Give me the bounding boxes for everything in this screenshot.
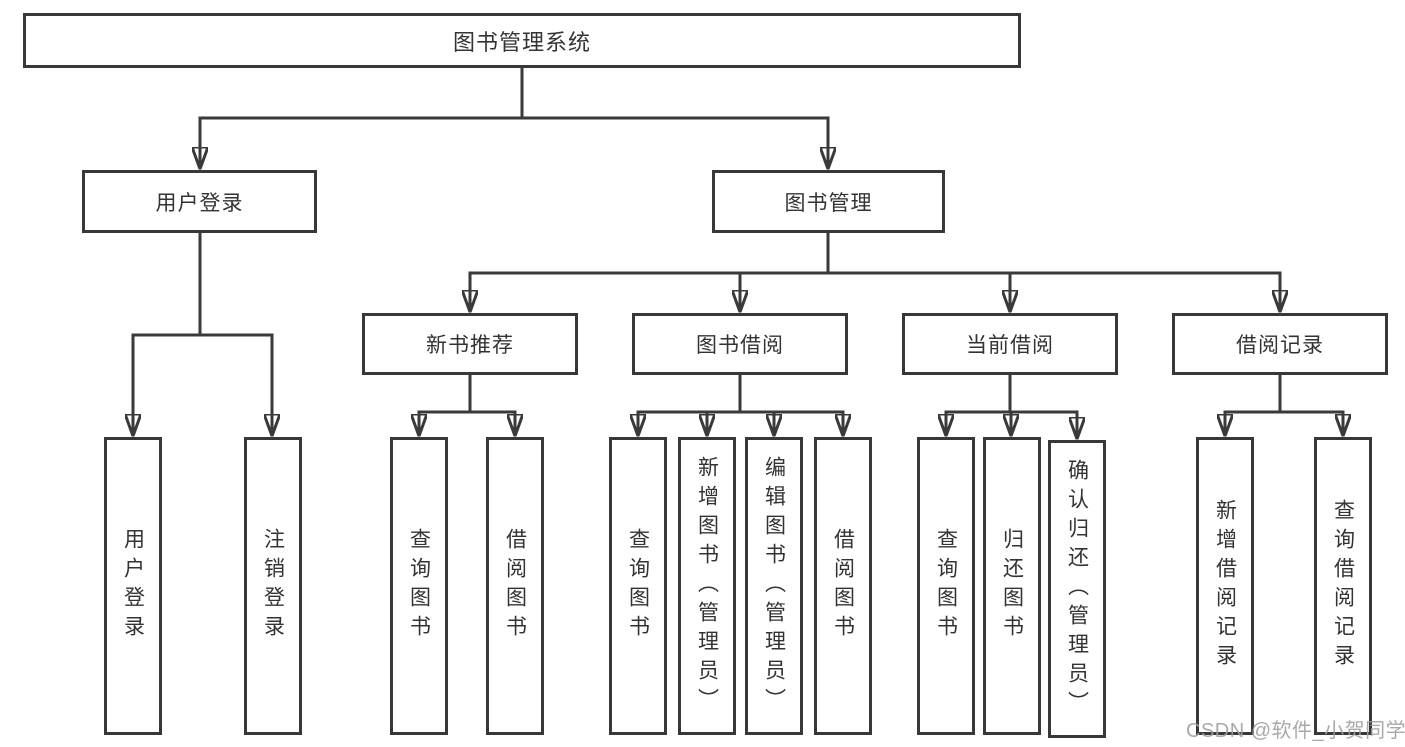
csdn-watermark: CSDN @软件_小贺同学	[1186, 720, 1405, 742]
node-label: 查询借阅记录	[1331, 499, 1355, 673]
node-label: 新书推荐	[426, 334, 514, 357]
leaf-borrow-books: 借阅图书	[486, 437, 544, 735]
node-label: 当前借阅	[966, 334, 1054, 357]
node-label: 编辑图书（管理员）	[762, 455, 786, 717]
leaf-user-login: 用户登录	[104, 437, 162, 735]
node-label: 注销登录	[261, 528, 285, 644]
node-new-book-recommend: 新书推荐	[362, 313, 578, 375]
node-current-borrowing: 当前借阅	[902, 313, 1118, 375]
node-label: 查询图书	[407, 528, 431, 644]
node-label: 查询图书	[934, 528, 958, 644]
node-library-management-system: 图书管理系统	[23, 13, 1021, 68]
node-label: 图书管理系统	[452, 29, 591, 55]
leaf-return-books: 归还图书	[983, 437, 1041, 735]
leaf-logout: 注销登录	[244, 437, 302, 735]
node-label: 图书管理	[784, 191, 873, 215]
leaf-confirm-return-admin: 确认归还（管理员）	[1048, 440, 1106, 738]
node-label: 新增借阅记录	[1213, 499, 1237, 673]
node-label: 图书借阅	[696, 334, 784, 357]
leaf-query-books: 查询图书	[609, 437, 667, 735]
node-label: 查询图书	[626, 528, 650, 644]
node-label: 归还图书	[1000, 528, 1024, 644]
leaf-edit-books-admin: 编辑图书（管理员）	[745, 437, 803, 735]
node-user-login: 用户登录	[82, 170, 317, 233]
leaf-query-borrow-record: 查询借阅记录	[1314, 437, 1372, 735]
leaf-borrow-books: 借阅图书	[814, 437, 872, 735]
node-label: 新增图书（管理员）	[695, 455, 719, 717]
leaf-query-books: 查询图书	[917, 437, 975, 735]
node-label: 借阅图书	[831, 528, 855, 644]
node-book-management: 图书管理	[712, 170, 945, 233]
node-label: 用户登录	[121, 528, 145, 644]
node-borrowing-records: 借阅记录	[1172, 313, 1388, 375]
node-book-borrowing: 图书借阅	[632, 313, 848, 375]
node-label: 借阅记录	[1236, 334, 1324, 357]
leaf-query-books: 查询图书	[390, 437, 448, 735]
node-label: 用户登录	[155, 191, 244, 215]
leaf-add-borrow-record: 新增借阅记录	[1196, 437, 1254, 735]
node-label: 确认归还（管理员）	[1065, 458, 1089, 720]
node-label: 借阅图书	[503, 528, 527, 644]
leaf-add-books-admin: 新增图书（管理员）	[678, 437, 736, 735]
